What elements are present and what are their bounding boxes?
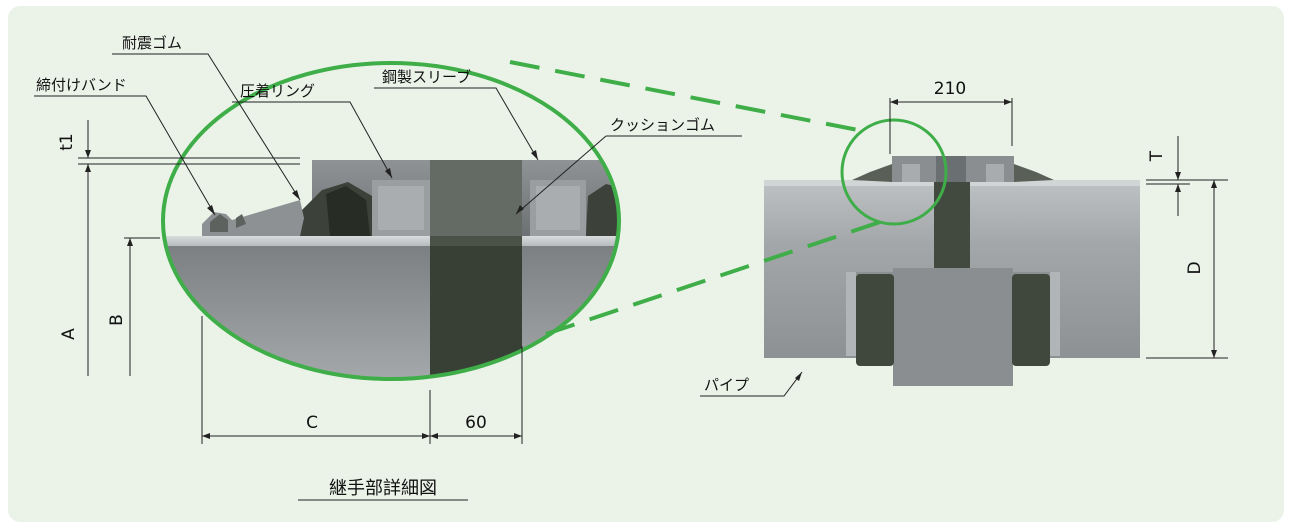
detail-pipe-top (163, 236, 619, 246)
inner-band-left (846, 272, 856, 356)
top-rubber-left (852, 164, 892, 182)
inner-sleeve (893, 268, 1013, 386)
top-ring-left (902, 164, 920, 182)
top-rubber-right (1014, 164, 1054, 182)
dim-B: B (107, 314, 127, 326)
dim-t1: t1 (57, 133, 77, 150)
inner-rubber-left (856, 274, 894, 366)
pipe-full-view (764, 156, 1140, 386)
detail-pipe-body (163, 246, 619, 379)
magnified-detail (163, 63, 619, 379)
dimension-arrows (85, 99, 1217, 439)
connector-bottom (545, 220, 881, 336)
label-clamp-band: 締付けバンド (36, 76, 127, 94)
dim-60: 60 (465, 413, 487, 433)
dim-A: A (59, 328, 79, 340)
label-cushion-rubber: クッションゴム (610, 116, 715, 134)
inner-rubber-right (1012, 274, 1050, 366)
magnify-ellipse (161, 61, 621, 381)
label-pipe: パイプ (704, 376, 749, 394)
detail-seismic-rubber-right (586, 184, 619, 236)
dim-D: D (1185, 261, 1205, 274)
connector-top (509, 60, 859, 132)
leader-arrows (207, 150, 802, 381)
top-ring-right (986, 164, 1004, 182)
label-crimp-ring: 圧着リング (240, 82, 315, 100)
highlight-circle (840, 118, 948, 226)
top-cushion (936, 156, 966, 182)
diagram-caption: 継手部詳細図 (329, 478, 437, 499)
dim-210: 210 (934, 79, 966, 99)
label-steel-sleeve: 鋼製スリーブ (382, 68, 471, 86)
leader-lines (34, 53, 803, 397)
dim-T: T (1147, 150, 1167, 162)
label-seismic-rubber: 耐震ゴム (122, 34, 182, 52)
inner-band-right (1050, 272, 1060, 356)
dim-C: C (306, 413, 318, 433)
